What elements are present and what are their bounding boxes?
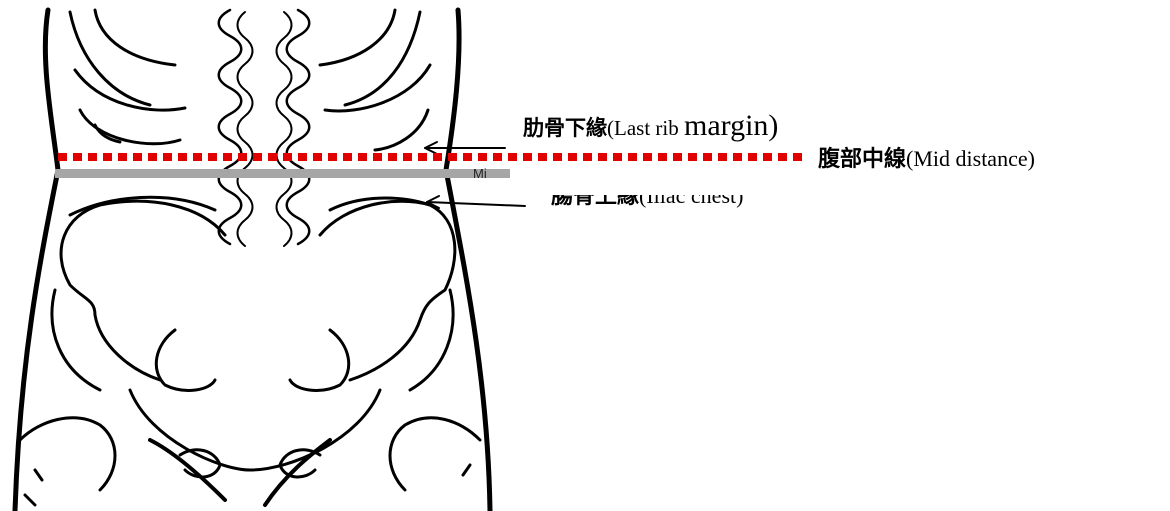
mid-label-fragment: Mi (473, 167, 487, 180)
hip-left-mark (25, 470, 42, 505)
rib-margin-label-en-word: margin) (684, 109, 778, 142)
hip-right-mark (463, 465, 470, 475)
body-outline-right (446, 10, 490, 511)
iliac-label-clip-mask (545, 178, 815, 195)
iliac-leader-line (427, 202, 525, 206)
spine-right (287, 10, 310, 244)
iliac-left (61, 201, 225, 380)
hip-right (390, 418, 480, 490)
pelvic-ring (130, 390, 380, 470)
rib-margin-label-zh: 肋骨下緣 (523, 116, 607, 140)
pelvis-right-wing (410, 290, 453, 390)
sacrum-inner-left (156, 330, 215, 390)
rib-left-1 (70, 12, 150, 105)
sacrum-inner-right (290, 330, 349, 390)
mid-distance-label-en: (Mid distance) (906, 146, 1035, 171)
rib-left-3 (75, 70, 185, 110)
rib-right-2 (320, 10, 395, 65)
rib-label-clip-mask (807, 105, 867, 145)
mid-distance-label-zh: 腹部中線 (818, 147, 906, 172)
rib-right-1 (345, 12, 420, 105)
rib-right-4 (375, 110, 428, 150)
gray-reference-band (55, 169, 510, 178)
rib-left-2 (95, 10, 175, 65)
iliac-right (320, 201, 455, 380)
hip-left (20, 418, 115, 490)
body-outline-left (15, 10, 58, 511)
rib-margin-label-en: (Last rib (607, 116, 684, 140)
mid-distance-label: 腹部中線(Mid distance) (818, 148, 1035, 171)
rib-margin-label: 肋骨下緣(Last rib margin) (523, 111, 778, 141)
